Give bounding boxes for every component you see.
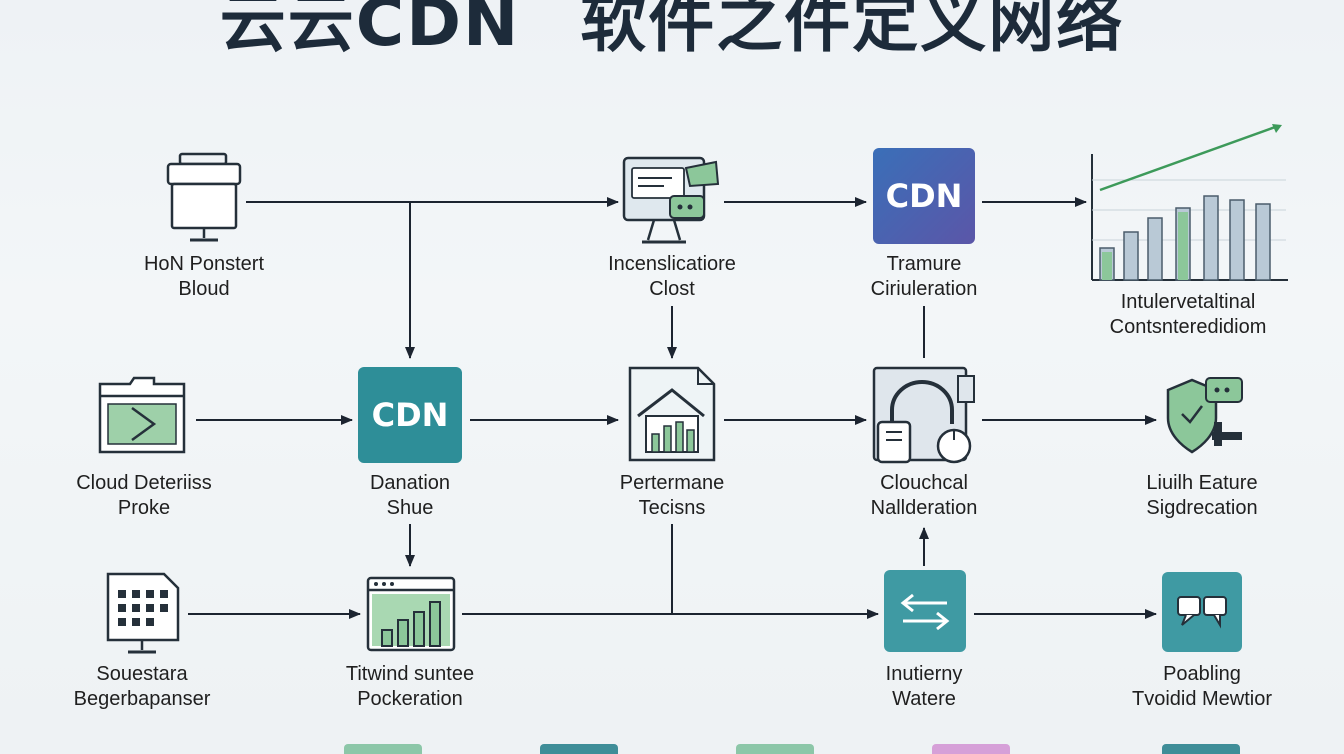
house-chart-icon xyxy=(628,366,716,462)
browser-play-icon xyxy=(98,376,186,454)
transfer-arrows-glyph xyxy=(900,593,950,631)
cdn-tile-text: CDN xyxy=(885,177,963,215)
partial-tile-3 xyxy=(736,744,814,754)
monitor-icon xyxy=(166,152,242,242)
desktop-chat-icon xyxy=(622,156,720,244)
chat-tile-icon xyxy=(1162,572,1242,652)
title-left: 云云CDN xyxy=(219,0,521,61)
cdn-tile-icon: CDN xyxy=(873,148,975,244)
partial-tile-1 xyxy=(344,744,422,754)
bar-chart-icon xyxy=(1091,124,1288,281)
partial-tile-5 xyxy=(1162,744,1240,754)
cdn-tile-icon: CDN xyxy=(358,367,462,463)
cdn-tile-text: CDN xyxy=(371,396,449,434)
window-chart-icon xyxy=(366,576,456,652)
partial-tile-2 xyxy=(540,744,618,754)
partial-tile-4 xyxy=(932,744,1010,754)
headset-server-icon xyxy=(872,366,975,464)
shield-chat-icon xyxy=(1166,377,1243,454)
transfer-arrows-icon xyxy=(884,570,966,652)
grid-monitor-icon xyxy=(106,572,180,654)
title-right: 软件之件定义网络 xyxy=(580,0,1125,61)
diagram-title: 云云CDN 软件之件定义网络 xyxy=(0,0,1344,68)
chat-glyph xyxy=(1177,596,1227,629)
